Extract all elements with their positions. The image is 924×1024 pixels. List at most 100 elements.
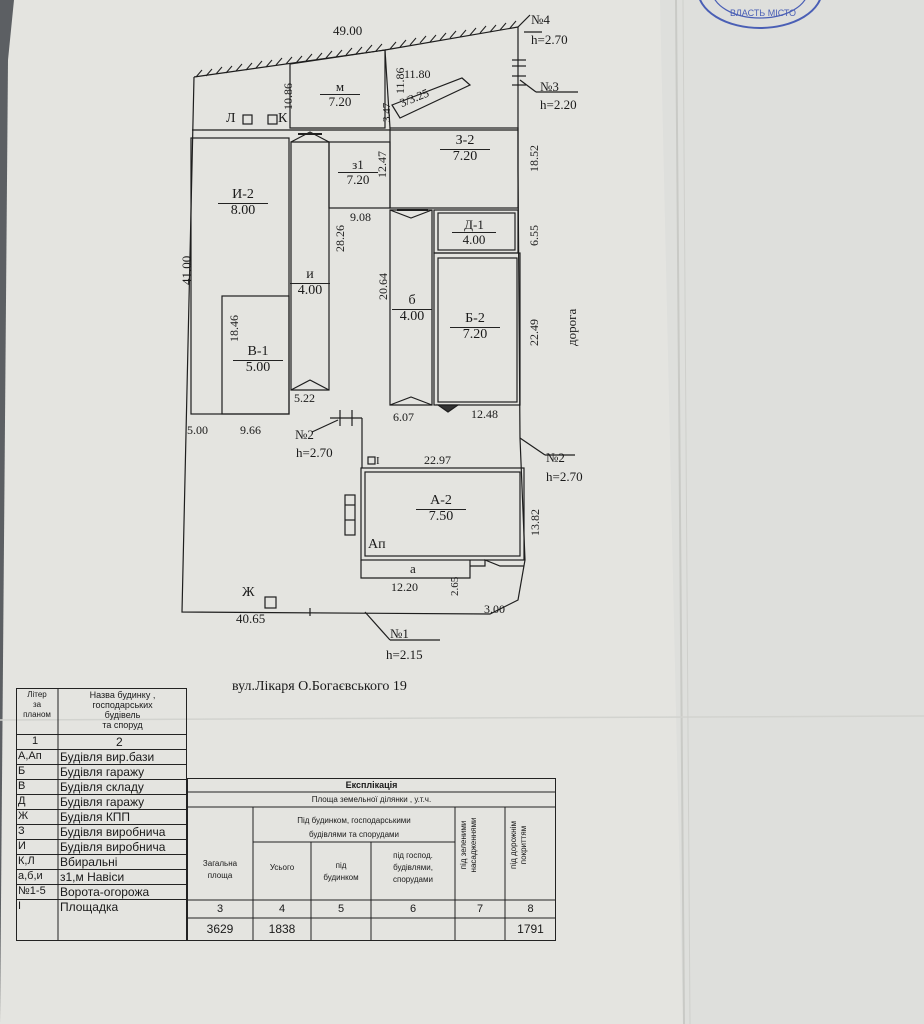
- legend-col-num: 1: [32, 735, 39, 747]
- dim-m-width: 10.86: [281, 83, 295, 110]
- col-num: 4: [278, 903, 286, 915]
- dim-b2-bottom: 12.48: [471, 407, 498, 421]
- col-all: Усього: [269, 863, 295, 872]
- label-i-mark: І: [376, 455, 380, 467]
- dim-bottom: 40.65: [236, 611, 266, 626]
- dim-right-655: 6.55: [527, 225, 541, 246]
- dim-b-bottom: 6.07: [393, 410, 414, 424]
- dim-a-width: 22.97: [424, 453, 451, 467]
- building-code: А-2: [430, 493, 452, 508]
- value-all: 1838: [268, 922, 296, 936]
- label-k: К: [278, 111, 288, 126]
- building-code: м: [335, 79, 345, 94]
- gate-3-height: h=2.20: [540, 97, 577, 112]
- building-z2: З-2 7.20: [440, 134, 490, 164]
- building-height: 4.00: [452, 232, 496, 246]
- building-height: 4.00: [290, 283, 330, 298]
- building-b-canopy: б 4.00: [392, 294, 432, 324]
- col-num: 8: [527, 903, 534, 915]
- gate-4-number: №4: [531, 12, 550, 27]
- col-num: 7: [476, 903, 484, 915]
- building-a2: А-2 7.50: [416, 494, 466, 524]
- building-height: 7.20: [440, 149, 490, 164]
- dim-347: 3.47: [381, 102, 393, 122]
- building-height: 7.50: [416, 509, 466, 524]
- building-b2: Б-2 7.20: [450, 312, 500, 342]
- dim-left: 41.00: [179, 255, 194, 285]
- building-height: 7.20: [338, 172, 378, 186]
- seal-stamp: ВЛАСТЬ МІСТО: [699, 0, 821, 29]
- gate-1-number: №1: [390, 626, 409, 641]
- building-v1: В-1 5.00: [233, 345, 283, 375]
- gate-2-right-height: h=2.70: [546, 469, 583, 484]
- value-road: 1791: [517, 922, 544, 936]
- dim-ap-width: 12.20: [391, 580, 418, 594]
- label-a: а: [410, 561, 416, 576]
- label-zh: Ж: [242, 585, 255, 600]
- col-num: 3: [216, 903, 224, 915]
- dim-a-height: 13.82: [528, 509, 542, 536]
- gate-4-height: h=2.70: [531, 32, 568, 47]
- building-height: 8.00: [218, 203, 268, 218]
- dim-ap-height: 2.65: [449, 576, 461, 596]
- building-i-canopy: и 4.00: [290, 268, 330, 298]
- site-plan-drawing: [181, 14, 578, 641]
- dim-i-length: 28.26: [333, 225, 347, 252]
- explication-title: Експлікація: [345, 780, 398, 790]
- value-total-area: 3629: [206, 922, 234, 936]
- dim-966: 9.66: [240, 423, 261, 437]
- building-i2: И-2 8.00: [218, 188, 268, 218]
- gate-1-height: h=2.15: [386, 647, 423, 662]
- col-num: 6: [409, 903, 417, 915]
- dim-right-2249: 22.49: [527, 319, 541, 346]
- dim-i-bottom: 5.22: [294, 391, 315, 405]
- gate-2-left-height: h=2.70: [296, 445, 333, 460]
- building-height: 7.20: [450, 327, 500, 342]
- explication-subtitle: Площа земельної ділянки , у.т.ч.: [311, 795, 432, 804]
- svg-text:ВЛАСТЬ МІСТО: ВЛАСТЬ МІСТО: [730, 8, 796, 18]
- col-under-outbuildings: під господ.будівлями,спорудами: [393, 851, 433, 884]
- dim-b-length: 20.64: [376, 273, 390, 300]
- address-label: вул.Лікаря О.Богаєвського 19: [232, 679, 407, 694]
- building-height: 7.20: [320, 94, 360, 108]
- col-num: 5: [337, 903, 345, 915]
- dim-m-angle: 11.80: [404, 67, 431, 81]
- dim-right-1852: 18.52: [527, 145, 541, 172]
- gate-2-right-number: №2: [546, 450, 565, 465]
- legend-col-num: 2: [116, 735, 123, 749]
- explication-table: Експлікація Площа земельної ділянки , у.…: [187, 778, 556, 941]
- building-code: и: [306, 267, 314, 282]
- building-code: Д-1: [464, 217, 484, 232]
- label-l: Л: [226, 111, 236, 126]
- building-z1: з1 7.20: [338, 158, 378, 186]
- building-m: м 7.20: [320, 80, 360, 108]
- dim-500: 5.00: [187, 423, 208, 437]
- gate-2-left-number: №2: [295, 427, 314, 442]
- dim-v-length: 18.46: [227, 315, 241, 342]
- building-d1: Д-1 4.00: [452, 218, 496, 246]
- dim-corner: 3.00: [484, 602, 505, 616]
- gate-3-number: №3: [540, 79, 559, 94]
- label-road: дорога: [564, 308, 579, 346]
- dim-i-width: 9.08: [350, 210, 371, 224]
- building-height: 5.00: [233, 360, 283, 375]
- building-code: з1: [352, 157, 364, 172]
- label-ap: Ап: [368, 537, 386, 552]
- building-code: б: [408, 293, 416, 308]
